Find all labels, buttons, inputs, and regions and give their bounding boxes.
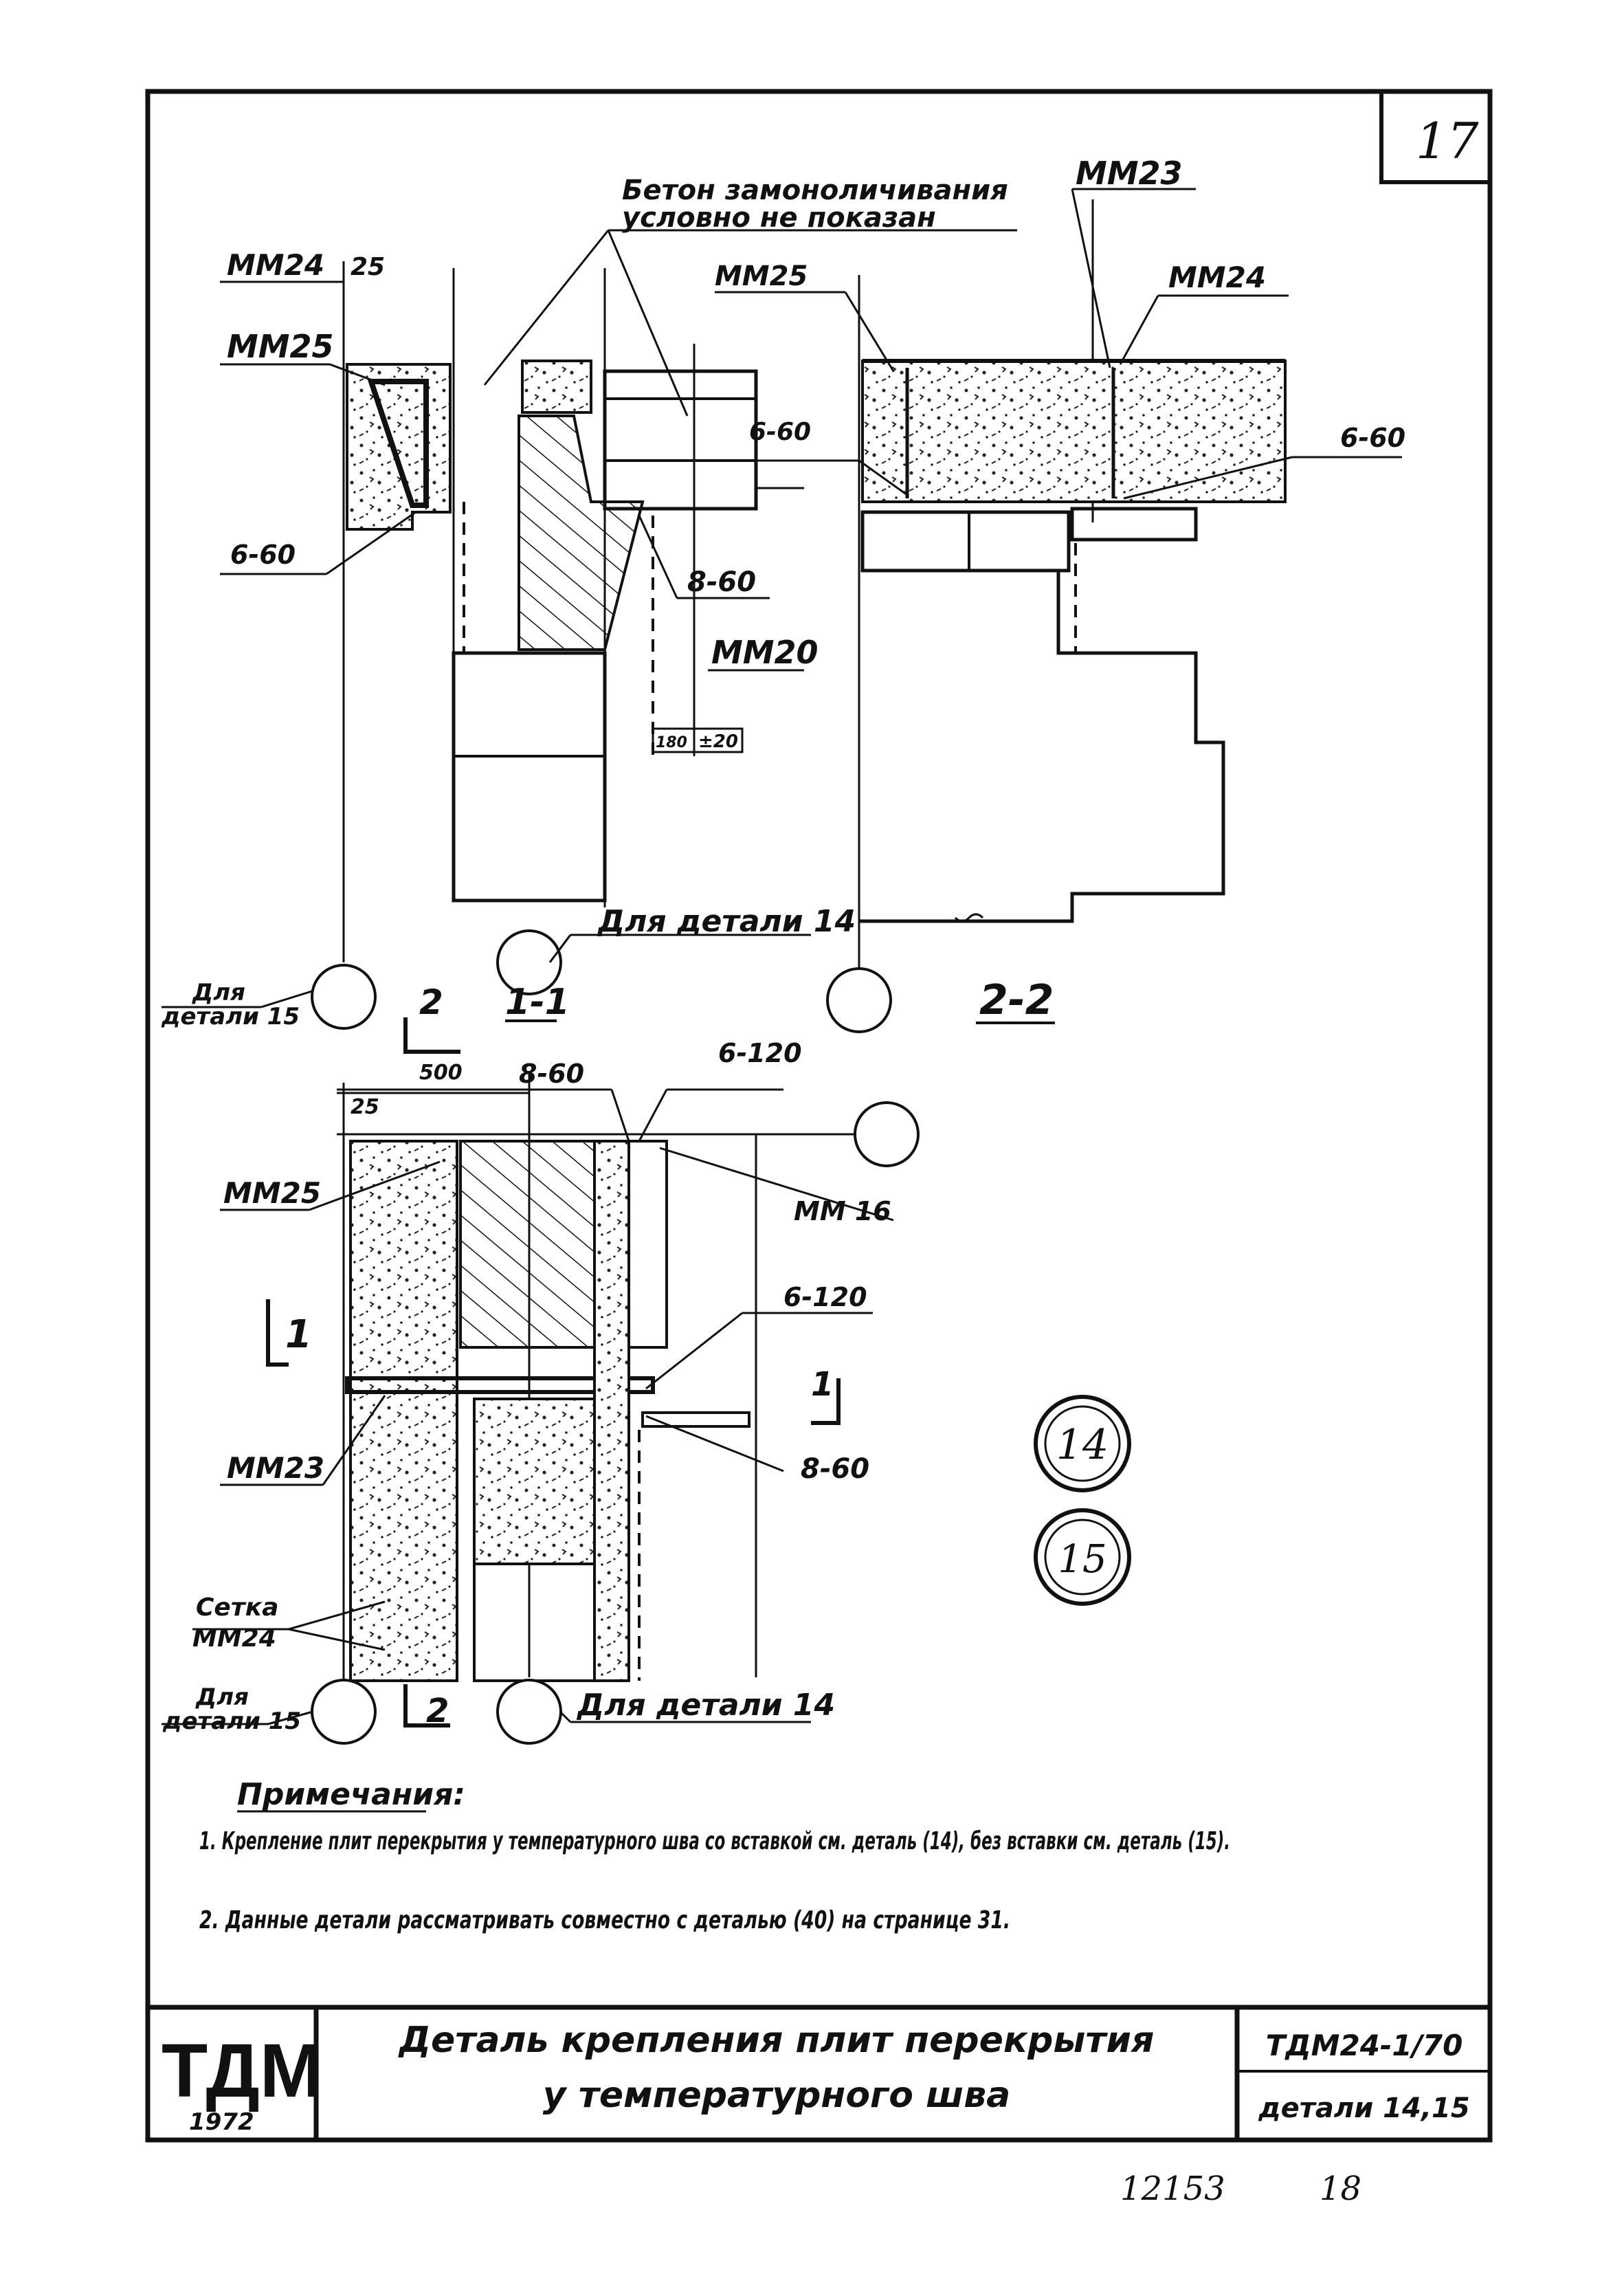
cut-1-right: 1: [811, 1365, 834, 1404]
detail-marker-14: [1034, 1395, 1131, 1492]
section-1-1-title: 1-1: [505, 982, 570, 1023]
notes-heading: Примечания:: [237, 1777, 465, 1812]
label-for-detail-15-b: детали 15: [162, 1708, 301, 1735]
label-for-detail-14: Для детали 14: [597, 904, 856, 939]
axis-marker-f: [496, 1679, 562, 1745]
label-for-detail-15-a: Для: [195, 1684, 249, 1711]
label-weld-8-60-top: 8-60: [519, 1059, 584, 1089]
label-mm24: ММ24: [1168, 261, 1266, 294]
label-weld-6-60-right: 6-60: [1340, 423, 1405, 453]
label-mm25: ММ25: [223, 1176, 321, 1210]
note-1: 1. Крепление плит перекрытия у температу…: [199, 1827, 1230, 1855]
cut-2-bottom: 2: [426, 1692, 449, 1730]
detail-marker-14-label: 14: [1056, 1421, 1109, 1469]
label-for-detail-15-a: Для: [192, 979, 245, 1006]
label-weld-6-120-mid: 6-120: [783, 1282, 867, 1312]
label-weld-6-60: 6-60: [230, 540, 296, 570]
title-logo: ТДМ: [162, 2029, 322, 2113]
title-code: ТДМ24-1/70: [1266, 2029, 1463, 2062]
cut-1-left: 1: [285, 1312, 312, 1357]
label-weld-6-60-b: 6-60: [749, 418, 811, 446]
axis-marker-d: [854, 1101, 920, 1167]
label-mm23: ММ23: [227, 1451, 324, 1485]
notes: Примечания: 1. Крепление плит перекрытия…: [199, 1777, 1230, 1934]
title-block: ТДМ 1972 Деталь крепления плит перекрыти…: [148, 2005, 1490, 2140]
plan-view: 2 500 25 1 1 2 8-60 6-120 ММ25 ММ 16: [162, 982, 920, 1745]
detail-markers: 14 15: [1034, 1395, 1131, 1606]
label-mm24: ММ24: [192, 1624, 276, 1653]
label-dim-20: ±20: [698, 731, 738, 752]
label-mm20: ММ20: [711, 634, 819, 671]
label-dim-25: 25: [351, 1095, 379, 1119]
axis-marker-a: [311, 964, 377, 1030]
section-2-2-title: 2-2: [979, 976, 1054, 1024]
sheet-frame: 17: [145, 89, 1493, 2143]
label-dim-180: 180: [656, 734, 687, 751]
title-details: детали 14,15: [1258, 2093, 1469, 2124]
label-weld-8-60: 8-60: [687, 566, 756, 598]
label-dim-25: 25: [351, 253, 385, 281]
label-mm24: ММ24: [227, 248, 324, 282]
section-1-1: Бетон замоноличивания условно не показан…: [161, 175, 1017, 1030]
title-year: 1972: [189, 2108, 254, 2136]
sheet-number: 17: [1416, 112, 1479, 170]
label-weld-6-120-top: 6-120: [718, 1038, 802, 1068]
label-setka: Сетка: [196, 1593, 278, 1622]
note-concrete-line1: Бетон замоноличивания: [622, 175, 1008, 206]
label-mm25: ММ25: [715, 261, 808, 292]
title-line-2: у температурного шва: [543, 2075, 1011, 2116]
label-for-detail-14: Для детали 14: [576, 1688, 835, 1723]
detail-marker-15: [1034, 1508, 1131, 1606]
axis-marker-c: [826, 967, 892, 1033]
label-weld-8-60-right: 8-60: [801, 1453, 869, 1485]
bottom-number-right: 18: [1320, 2170, 1361, 2208]
title-line-1: Деталь крепления плит перекрытия: [398, 2020, 1155, 2061]
note-concrete-line2: условно не показан: [622, 202, 936, 234]
label-mm23: ММ23: [1076, 155, 1183, 192]
axis-marker-e: [311, 1679, 377, 1745]
detail-marker-15-label: 15: [1058, 1537, 1106, 1582]
axis-marker-b: [496, 929, 562, 995]
note-2: 2. Данные детали рассматривать совместно…: [199, 1906, 1010, 1934]
label-mm16: ММ 16: [794, 1196, 891, 1226]
cut-2-top: 2: [419, 982, 443, 1022]
label-dim-500: 500: [419, 1061, 463, 1085]
label-mm25: ММ25: [227, 328, 334, 365]
section-2-2: ММ23 ММ25 ММ24 6-60 2-2: [715, 155, 1405, 1033]
bottom-number-left: 12153: [1120, 2170, 1225, 2208]
